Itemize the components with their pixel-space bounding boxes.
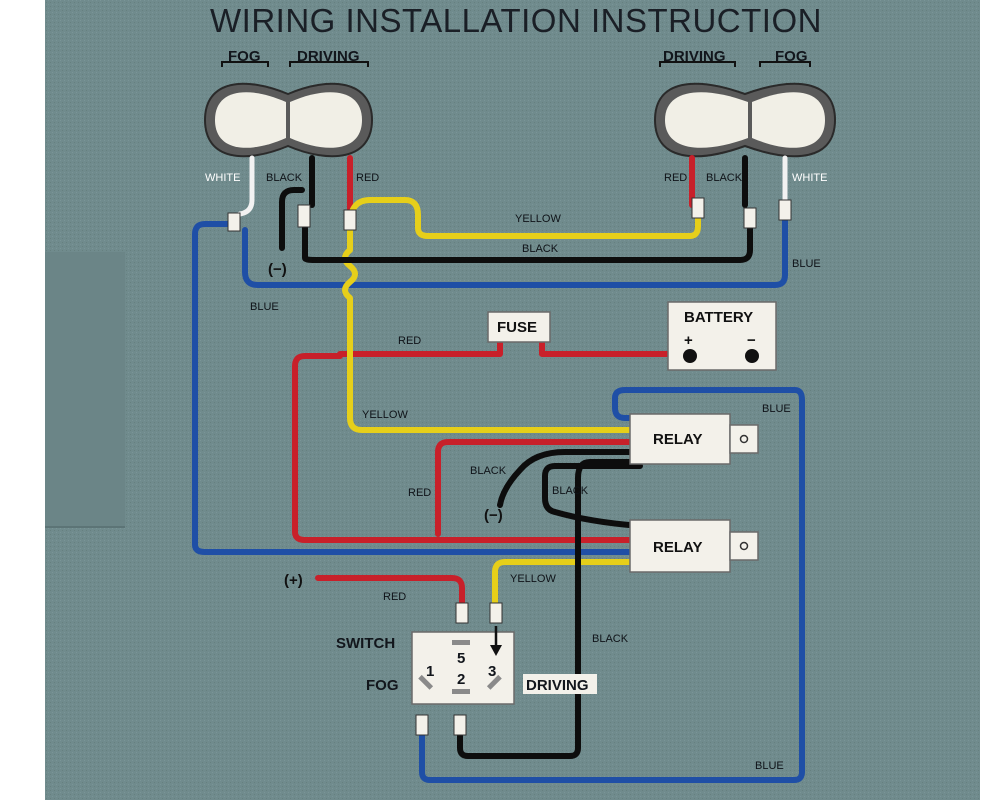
- blue-wires: [192, 212, 805, 783]
- switch-connector-red: [455, 602, 469, 624]
- battery-minus-sign: −: [747, 332, 756, 349]
- lamp-connectors: [227, 197, 792, 232]
- ground-symbol-top: (−): [268, 261, 287, 278]
- fuse-box: [487, 311, 551, 343]
- switch-pin-1: [418, 674, 434, 690]
- wire-label-red-right: RED: [664, 172, 687, 184]
- relay-1-label: RELAY: [653, 431, 702, 448]
- diagram-title: WIRING INSTALLATION INSTRUCTION: [210, 2, 822, 39]
- wire-label-red-left: RED: [356, 172, 379, 184]
- wire-label-red-relay: RED: [408, 487, 431, 499]
- right-lamp-assembly: [653, 82, 837, 158]
- wire-label-yellow-mid: YELLOW: [362, 409, 408, 421]
- wire-label-black-top: BLACK: [522, 243, 559, 255]
- wire-label-red-fuse: RED: [398, 335, 421, 347]
- switch-pos-5: 5: [457, 650, 465, 667]
- battery-label: BATTERY: [684, 309, 753, 326]
- left-lamp-assembly: [203, 82, 374, 158]
- red-wires: [292, 155, 695, 609]
- wire-label-blue-right-top: BLUE: [792, 258, 821, 270]
- switch-pin-2: [452, 689, 470, 694]
- fuse-label: FUSE: [497, 319, 537, 336]
- wire-label-blue-left: BLUE: [250, 301, 279, 313]
- relay-2-label: RELAY: [653, 539, 702, 556]
- switch-connector-yellow: [489, 602, 503, 624]
- left-fog-bracket: [221, 61, 269, 67]
- switch-label: SWITCH: [336, 635, 395, 652]
- wire-label-black-relay2: BLACK: [552, 485, 589, 497]
- wire-label-black-driving: BLACK: [592, 633, 629, 645]
- panel-strip: [45, 252, 125, 527]
- switch-pin-5: [452, 640, 470, 645]
- left-driving-bracket: [289, 61, 369, 67]
- switch-connector-blue: [415, 714, 429, 736]
- positive-symbol: (+): [284, 572, 303, 589]
- battery-plus-sign: +: [684, 332, 693, 349]
- switch-driving-label: DRIVING: [526, 677, 589, 694]
- ground-symbol-relay: (−): [484, 507, 503, 524]
- battery-positive-terminal: [683, 349, 697, 363]
- wire-label-yellow-switch: YELLOW: [510, 573, 556, 585]
- wire-label-white-right: WHITE: [792, 172, 827, 184]
- switch-arrowhead: [490, 645, 502, 656]
- right-fog-bracket: [759, 61, 811, 67]
- right-fog-label: FOG: [775, 48, 808, 65]
- battery-negative-terminal: [745, 349, 759, 363]
- wire-label-black-right: BLACK: [706, 172, 743, 184]
- switch-pos-2: 2: [457, 671, 465, 688]
- right-driving-label: DRIVING: [663, 48, 726, 65]
- switch-pos-3: 3: [488, 663, 496, 680]
- switch-driving-label-bg: [523, 674, 597, 694]
- black-wires: [279, 155, 753, 759]
- relay-1: [629, 413, 759, 465]
- wire-label-white-left: WHITE: [205, 172, 240, 184]
- wire-label-blue-bottom: BLUE: [755, 760, 784, 772]
- right-driving-bracket: [659, 61, 736, 67]
- wire-label-black-left: BLACK: [266, 172, 303, 184]
- wire-label-black-relay: BLACK: [470, 465, 507, 477]
- left-driving-label: DRIVING: [297, 48, 360, 65]
- wire-label-red-plus: RED: [383, 591, 406, 603]
- wire-label-blue-relay: BLUE: [762, 403, 791, 415]
- switch-fog-label: FOG: [366, 677, 399, 694]
- relay-2: [629, 519, 759, 573]
- switch-connector-black: [453, 714, 467, 736]
- wire-label-yellow-top: YELLOW: [515, 213, 561, 225]
- switch-pos-1: 1: [426, 663, 434, 680]
- left-fog-label: FOG: [228, 48, 261, 65]
- switch-pin-3: [486, 674, 502, 690]
